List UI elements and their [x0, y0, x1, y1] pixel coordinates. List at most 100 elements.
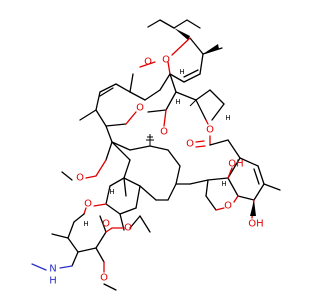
carbonyl-bond-inner — [195, 145, 206, 148]
bond — [159, 73, 171, 91]
methyl-bond — [263, 183, 281, 191]
bond — [227, 139, 241, 159]
hashed-bonds — [146, 99, 197, 146]
bond — [171, 37, 191, 56]
bond — [199, 53, 204, 75]
bond — [59, 265, 73, 269]
bond — [189, 37, 204, 55]
hash-bond — [189, 99, 197, 107]
bond — [147, 19, 161, 28]
bond — [105, 123, 127, 127]
stereo-hydrogen: H — [109, 188, 114, 196]
methoxy-oxygen: O — [76, 173, 84, 184]
bond — [173, 19, 188, 29]
bond — [183, 73, 201, 83]
bond — [139, 185, 157, 201]
bond — [95, 159, 107, 177]
bond — [71, 251, 79, 267]
bond — [227, 167, 233, 179]
bond — [105, 125, 113, 143]
bond — [189, 179, 209, 185]
bond — [175, 91, 197, 101]
double-bond-inner — [99, 87, 114, 97]
bond — [239, 157, 259, 167]
ring-oxygen: O — [102, 219, 110, 230]
nitrogen-atom: N — [49, 264, 56, 275]
bond — [109, 177, 125, 187]
bond — [99, 215, 107, 233]
bond — [105, 203, 121, 215]
lactone-ester — [175, 89, 229, 148]
oxygen-atom: O — [162, 55, 170, 66]
bond — [129, 215, 141, 229]
methyl-bond — [31, 263, 47, 271]
bond — [205, 119, 209, 125]
tetrahydropyran-ring — [129, 61, 177, 127]
bond — [129, 145, 151, 151]
bond — [119, 207, 137, 215]
bond — [207, 177, 229, 181]
hydroxy-group: OH — [248, 219, 263, 230]
bond — [99, 83, 117, 93]
bond — [211, 103, 225, 121]
stereo-hydrogen: H — [83, 220, 88, 228]
bond — [95, 247, 105, 263]
bond — [209, 89, 225, 105]
stereo-hydrogen: H — [221, 180, 226, 188]
oxygen-atom: O — [206, 125, 214, 136]
bond — [67, 237, 79, 253]
wedge-bond — [250, 200, 256, 216]
bond — [215, 207, 225, 211]
bond — [95, 109, 107, 127]
bond — [205, 195, 217, 211]
bond — [159, 19, 175, 29]
bond — [105, 185, 111, 205]
bond — [169, 73, 177, 93]
bond — [237, 195, 255, 201]
bond — [83, 207, 87, 215]
oxygen-atom: O — [136, 103, 144, 114]
carbonyl-bond — [195, 140, 205, 143]
bond — [135, 185, 141, 209]
bond — [123, 177, 127, 197]
bond — [105, 227, 113, 233]
bond — [227, 177, 239, 197]
methyl-bond — [79, 109, 97, 121]
bond — [77, 247, 97, 253]
bond — [73, 213, 85, 223]
bond — [139, 61, 156, 68]
bond — [123, 177, 141, 187]
molecule-structure-canvas: O O O O O O OH O OH O O O O O N H H H H … — [31, 19, 281, 291]
stereo-hydrogen: H — [225, 114, 230, 122]
methoxy-oxygen: O — [100, 273, 108, 284]
methoxy-group-left — [61, 171, 97, 181]
double-bond-inner — [253, 168, 260, 185]
bond — [195, 89, 211, 101]
methyl-bond — [103, 283, 117, 291]
bond — [175, 165, 181, 185]
bond — [253, 183, 265, 201]
glycosidic-link — [111, 177, 151, 233]
bond — [144, 89, 161, 101]
bond — [233, 195, 239, 203]
bond — [129, 73, 134, 93]
methyl-bond — [51, 233, 69, 239]
oxygen-atom: O — [224, 201, 232, 212]
bond — [115, 83, 131, 93]
bond — [167, 149, 181, 167]
bond — [93, 203, 107, 207]
methyl-bond — [119, 213, 125, 231]
atom-labels: O O O O O O OH O OH O O O O O N H H H H … — [49, 55, 263, 287]
bond — [163, 109, 167, 127]
bond — [169, 73, 185, 83]
bond — [125, 111, 137, 125]
bond — [195, 99, 207, 121]
oleandrose-sugar-ring — [31, 207, 117, 291]
stereo-hydrogen: H — [179, 68, 184, 76]
bond — [167, 183, 177, 201]
bond — [105, 141, 113, 161]
bond — [205, 179, 209, 197]
stereo-hydrogen: H — [175, 98, 180, 106]
bond — [147, 109, 167, 113]
bond — [167, 61, 171, 75]
